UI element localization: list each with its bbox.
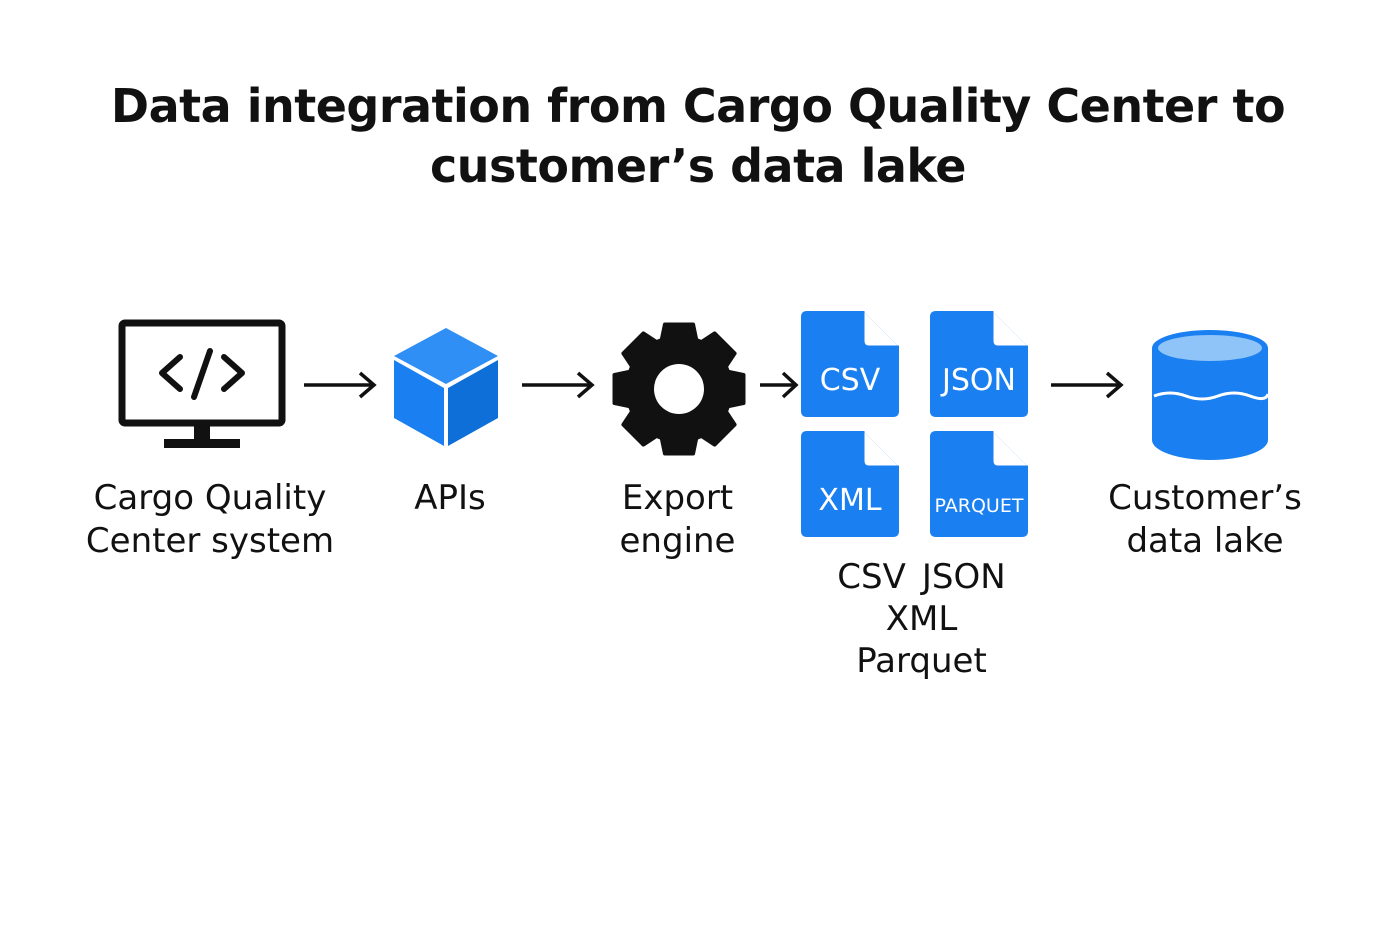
formats-caption: CSV JSON XML Parquet (800, 556, 1043, 682)
right-arrow-icon (302, 370, 378, 400)
gear-icon (612, 322, 746, 456)
source-label: Cargo Quality Center system (85, 478, 335, 561)
file-label-csv: CSV (819, 363, 881, 398)
file-icon: JSON (930, 311, 1028, 417)
file-icon: CSV (801, 311, 899, 417)
diagram-title: Data integration from Cargo Quality Cent… (98, 76, 1298, 196)
file-label-xml: XML (818, 483, 882, 518)
file-icon: PARQUET (930, 431, 1028, 537)
apis-label: APIs (414, 478, 486, 518)
right-arrow-icon (520, 370, 596, 400)
cube-icon (392, 326, 500, 448)
right-arrow-icon (1049, 370, 1125, 400)
format-json: JSON (921, 557, 1006, 597)
format-xml: XML (885, 599, 958, 639)
lake-label: Customer’s data lake (1108, 478, 1302, 561)
export-label: Export engine (619, 478, 736, 561)
database-icon (1150, 328, 1270, 462)
monitor-code-icon (118, 319, 286, 451)
file-label-json: JSON (942, 363, 1016, 398)
format-parquet: Parquet (856, 641, 987, 681)
file-icon: XML (801, 431, 899, 537)
format-csv: CSV (837, 557, 906, 597)
title-line-1: Data integration from Cargo Quality Cent… (110, 79, 1286, 133)
file-label-parquet: PARQUET (934, 495, 1024, 517)
right-arrow-icon (758, 370, 800, 400)
title-line-2: customer’s data lake (430, 139, 966, 193)
